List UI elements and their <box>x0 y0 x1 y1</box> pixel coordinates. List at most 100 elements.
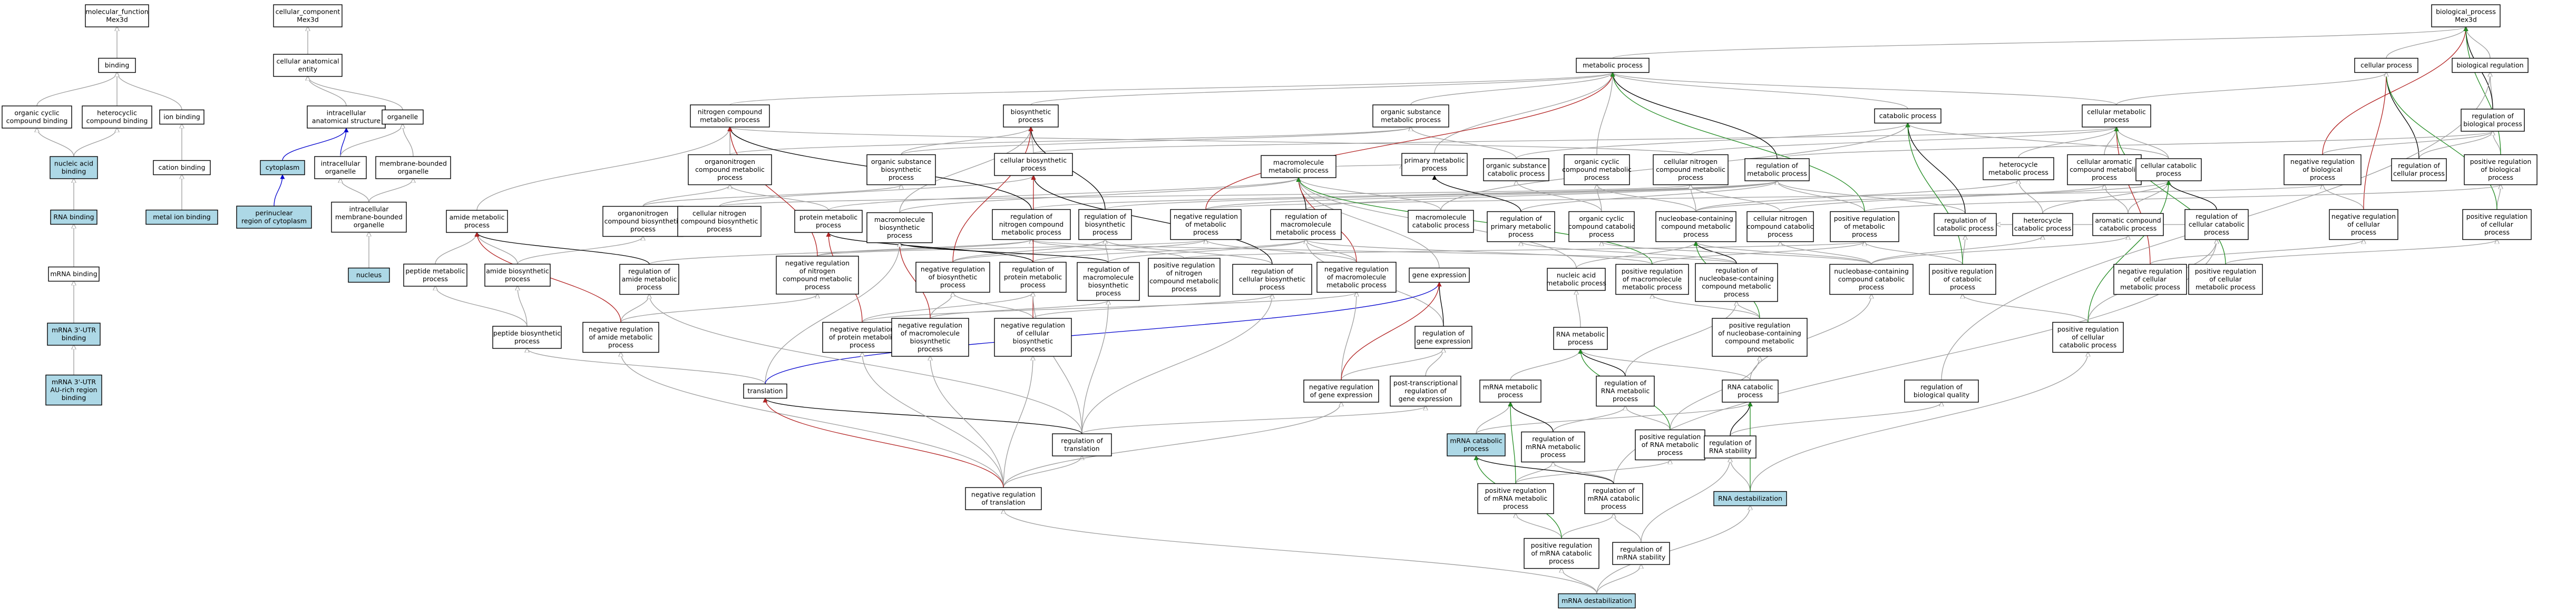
term-box[interactable] <box>1584 483 1643 514</box>
term-box[interactable] <box>403 264 467 287</box>
term-box[interactable] <box>794 210 863 233</box>
term-box[interactable] <box>965 487 1042 510</box>
term-node-cyto[interactable]: cytoplasm <box>260 160 305 176</box>
term-box[interactable] <box>1713 491 1787 507</box>
term-box[interactable] <box>1553 327 1608 350</box>
term-box[interactable] <box>2082 104 2151 128</box>
term-box[interactable] <box>1524 538 1599 569</box>
term-box[interactable] <box>1655 211 1736 242</box>
term-box[interactable] <box>260 160 305 176</box>
term-box[interactable] <box>1612 542 1670 565</box>
term-box[interactable] <box>994 318 1072 357</box>
term-box[interactable] <box>492 326 562 349</box>
term-box[interactable] <box>1479 380 1541 403</box>
term-node-mrnab[interactable]: mRNA binding <box>48 266 100 282</box>
term-box[interactable] <box>2012 213 2073 236</box>
term-box[interactable] <box>1576 57 1650 73</box>
term-box[interactable] <box>999 261 1067 293</box>
term-node-mrnadestab[interactable]: mRNA destabilization <box>1558 593 1636 609</box>
term-box[interactable] <box>1596 375 1655 407</box>
term-box[interactable] <box>1929 264 1996 295</box>
term-box[interactable] <box>2113 264 2187 295</box>
term-box[interactable] <box>85 4 149 27</box>
term-box[interactable] <box>1564 154 1630 186</box>
term-box[interactable] <box>1003 104 1059 128</box>
term-box[interactable] <box>1414 326 1472 349</box>
term-box[interactable] <box>331 201 407 233</box>
term-box[interactable] <box>1615 264 1689 295</box>
term-box[interactable] <box>1052 433 1112 456</box>
term-box[interactable] <box>236 206 312 229</box>
term-box[interactable] <box>1077 262 1140 301</box>
term-box[interactable] <box>2391 158 2447 181</box>
term-node-metab[interactable]: metabolic process <box>1576 57 1650 73</box>
term-box[interactable] <box>2067 154 2142 186</box>
term-box[interactable] <box>446 210 508 233</box>
term-box[interactable] <box>47 323 101 346</box>
term-box[interactable] <box>1934 213 1997 236</box>
term-box[interactable] <box>1170 209 1242 240</box>
term-box[interactable] <box>1983 157 2054 180</box>
term-box[interactable] <box>82 105 152 129</box>
term-box[interactable] <box>1372 104 1449 128</box>
term-node-catab[interactable]: catabolic process <box>1874 108 1941 124</box>
term-box[interactable] <box>375 156 451 179</box>
term-box[interactable] <box>602 206 684 237</box>
term-node-binding[interactable]: binding <box>98 57 136 73</box>
term-box[interactable] <box>2184 209 2249 240</box>
term-box[interactable] <box>866 154 936 186</box>
term-box[interactable] <box>994 153 1073 176</box>
term-box[interactable] <box>992 209 1071 240</box>
term-box[interactable] <box>1408 210 1474 233</box>
term-node-regnbcmp[interactable]: regulation ofnucleobase-containingcompou… <box>1695 263 1778 302</box>
term-box[interactable] <box>2135 158 2202 181</box>
term-box[interactable] <box>866 212 933 244</box>
term-box[interactable] <box>1487 211 1555 242</box>
term-box[interactable] <box>1653 154 1729 186</box>
term-box[interactable] <box>1829 264 1914 295</box>
term-box[interactable] <box>1704 435 1757 459</box>
term-box[interactable] <box>2452 57 2529 73</box>
